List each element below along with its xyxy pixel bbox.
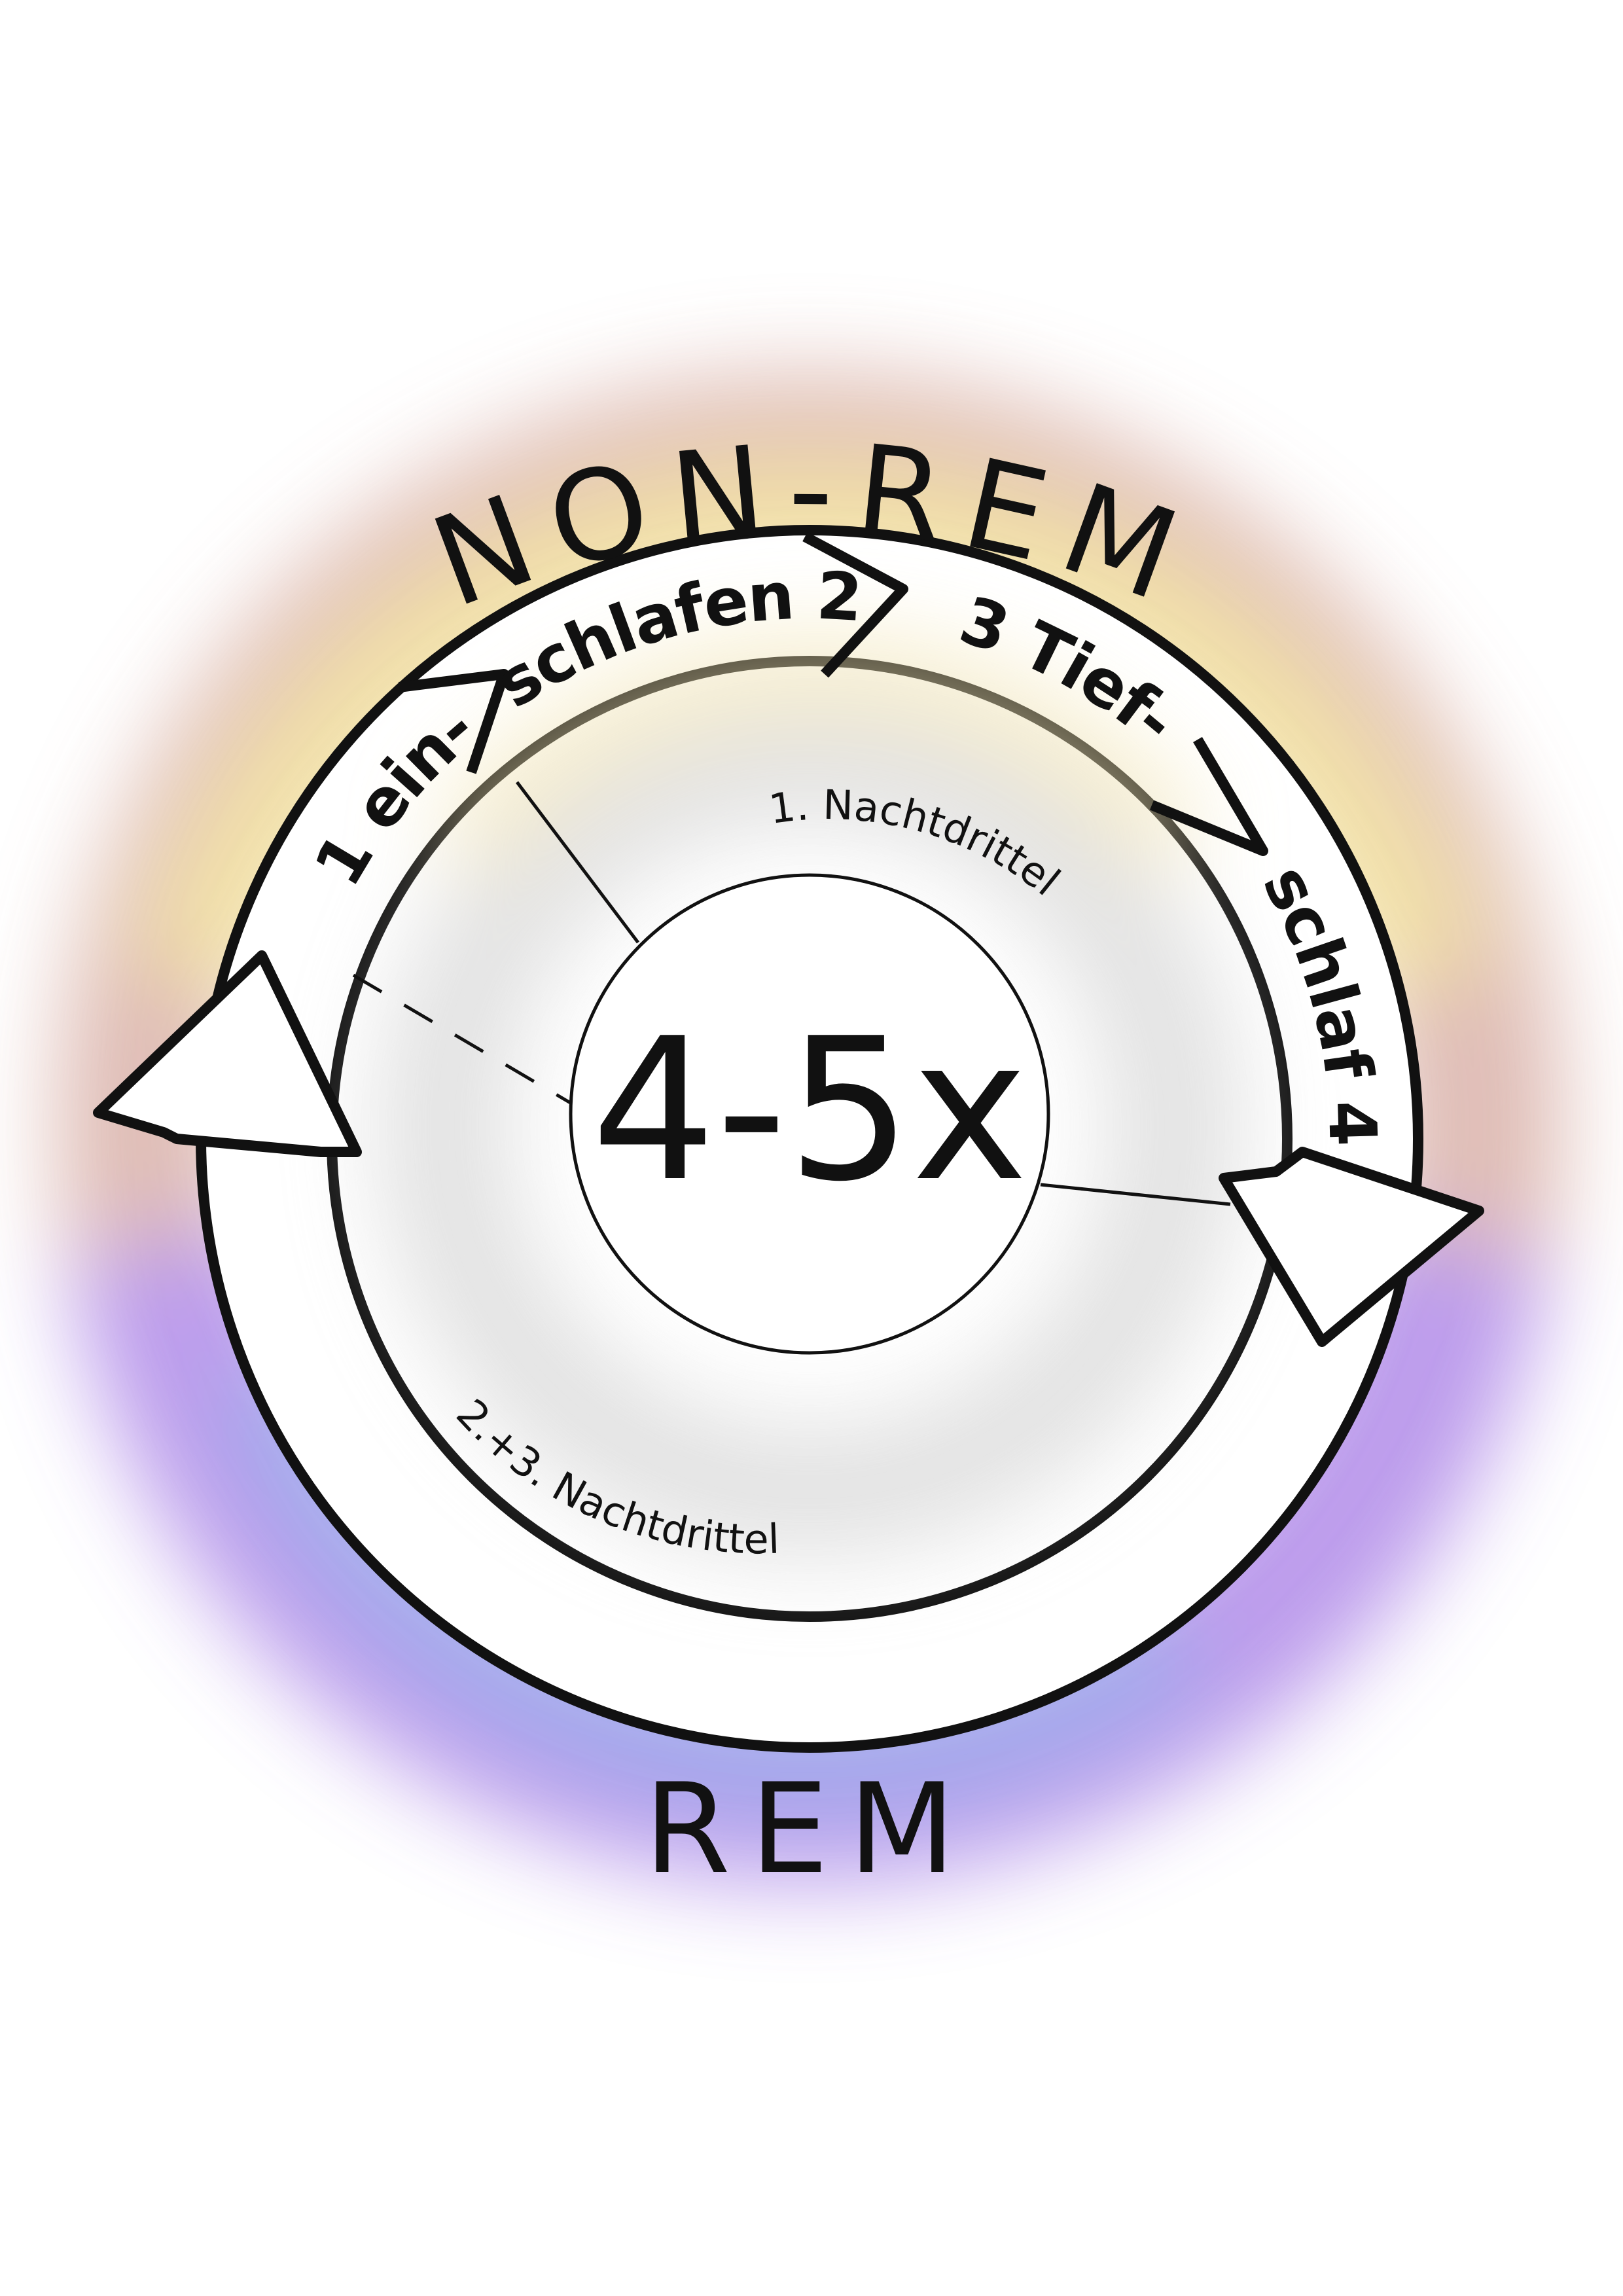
arrowhead-rem-to-nonrem (93, 950, 362, 1157)
divider-1-2 (399, 669, 509, 774)
inner-fill (378, 637, 1241, 1558)
arrowhead-nonrem-to-rem (1219, 1147, 1484, 1347)
connector-line (1040, 1183, 1231, 1206)
cycle-count: 4-5x (591, 996, 1028, 1225)
divider-3-4 (1149, 736, 1268, 856)
connectors (352, 781, 1231, 1206)
divider-2-3 (802, 531, 908, 678)
connector-dashed-line (352, 973, 577, 1108)
center-circle (569, 873, 1050, 1355)
connector-line (516, 781, 639, 944)
rem-title: REM (644, 1757, 975, 1901)
stage-dividers (399, 531, 1268, 856)
